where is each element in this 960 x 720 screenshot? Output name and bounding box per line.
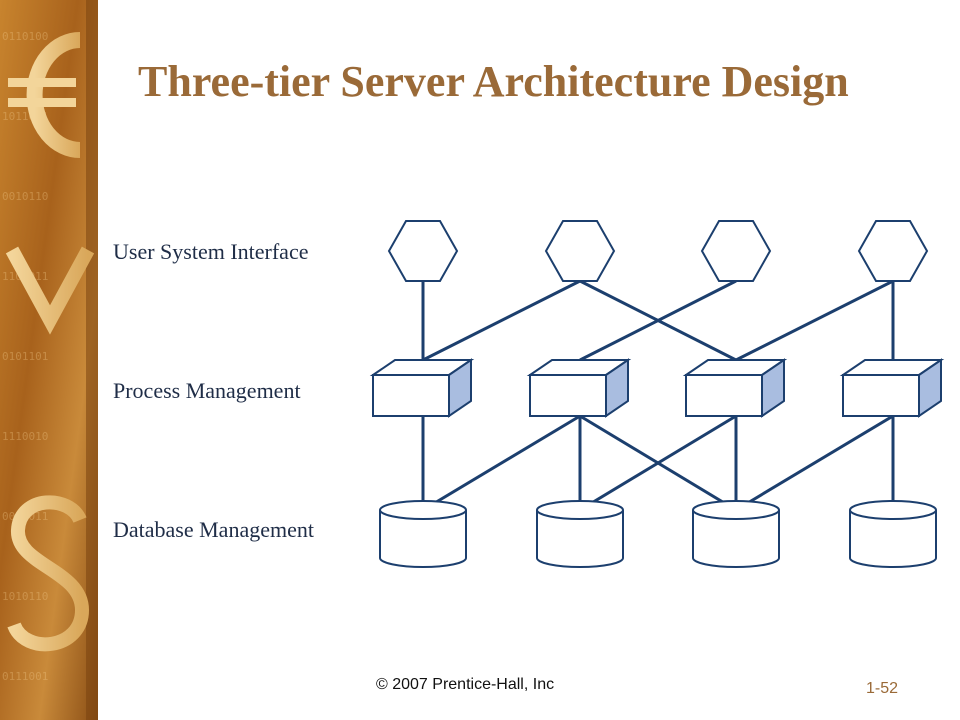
svg-text:0110100: 0110100 [2, 30, 48, 43]
tier-label-database-management: Database Management [113, 517, 314, 542]
tier-label-user-interface: User System Interface [113, 239, 309, 264]
link-process-to-database [422, 414, 581, 512]
page-number: 1-52 [866, 680, 899, 697]
link-process-to-database [735, 414, 894, 512]
process-node-box [682, 358, 788, 418]
interface-node-hexagon [700, 220, 772, 282]
slide-title: Three-tier Server Architecture Design [138, 57, 849, 106]
tier-label-process-management: Process Management [113, 378, 301, 403]
svg-text:1110010: 1110010 [2, 430, 48, 443]
interface-node-hexagon [387, 220, 459, 282]
interface-node-hexagon [857, 220, 929, 282]
copyright-notice: © 2007 Prentice-Hall, Inc [376, 676, 555, 693]
database-node-cylinder [849, 500, 937, 568]
svg-text:1010110: 1010110 [2, 590, 48, 603]
euro-icon [8, 32, 81, 158]
database-node-cylinder [692, 500, 780, 568]
yen-icon [5, 246, 95, 430]
link-interface-to-process [735, 279, 894, 362]
link-interface-to-process [579, 279, 737, 362]
process-node-box [839, 358, 945, 418]
svg-text:0010110: 0010110 [2, 190, 48, 203]
svg-text:0111001: 0111001 [2, 670, 48, 683]
process-node-box [526, 358, 632, 418]
process-node-box [369, 358, 475, 418]
link-interface-to-process [422, 279, 581, 362]
dollar-icon [7, 480, 90, 680]
interface-node-hexagon [544, 220, 616, 282]
database-node-cylinder [379, 500, 467, 568]
link-process-to-database [579, 414, 737, 512]
database-node-cylinder [536, 500, 624, 568]
